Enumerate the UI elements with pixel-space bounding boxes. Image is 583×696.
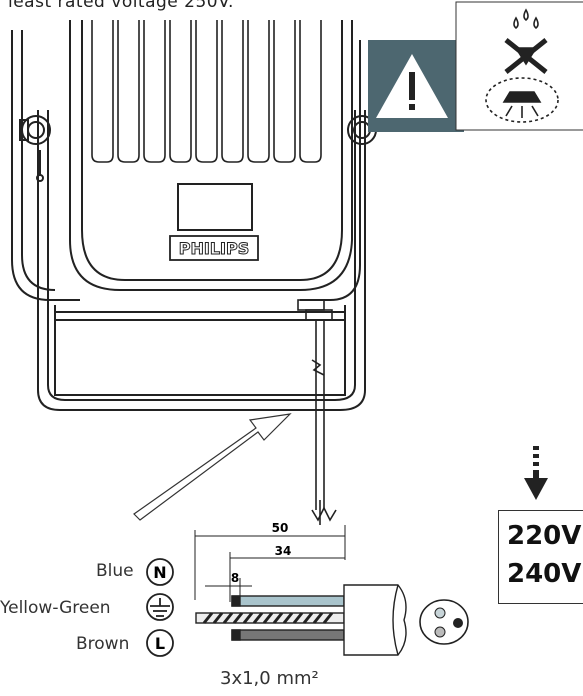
- luminaire: [11, 20, 377, 411]
- wire-label-blue: Blue: [96, 561, 134, 581]
- wire-bundle: [195, 584, 407, 656]
- wire-label-yellow-green: Yellow-Green: [0, 598, 111, 618]
- cable-gland: [297, 299, 337, 525]
- voltage-box: 220V 240V: [498, 510, 583, 604]
- no-water-spray-icon: [504, 8, 548, 74]
- symbol-neutral: N: [153, 563, 166, 582]
- voltage-line-2: 240V: [507, 559, 582, 589]
- label-plate: [177, 183, 253, 231]
- wire-blue: [231, 595, 345, 607]
- voltage-line-1: 220V: [507, 521, 582, 551]
- dim-inner: 34: [275, 544, 292, 558]
- zoom-arrow: [133, 413, 292, 521]
- terminal-symbols: [146, 558, 174, 657]
- wire-brown: [231, 629, 345, 641]
- wire-label-brown: Brown: [76, 634, 130, 654]
- cable-spec: 3x1,0 mm²: [220, 668, 319, 689]
- arrow-down-icon: [524, 446, 548, 500]
- header-text: least rated voltage 250V.: [8, 0, 234, 12]
- splash-icon-box: [455, 1, 583, 131]
- cable-cross-section: [419, 599, 469, 645]
- philips-logo: PHILIPS: [179, 239, 249, 258]
- symbol-live: L: [155, 634, 165, 653]
- dim-outer: 50: [272, 521, 289, 535]
- dimension-lines: [194, 525, 346, 602]
- logo-frame: [169, 235, 259, 261]
- warning-icon: [376, 54, 448, 118]
- dim-strip: 8: [231, 571, 239, 585]
- light-down-icon: [485, 77, 559, 123]
- heat-sink-fins: [91, 20, 322, 163]
